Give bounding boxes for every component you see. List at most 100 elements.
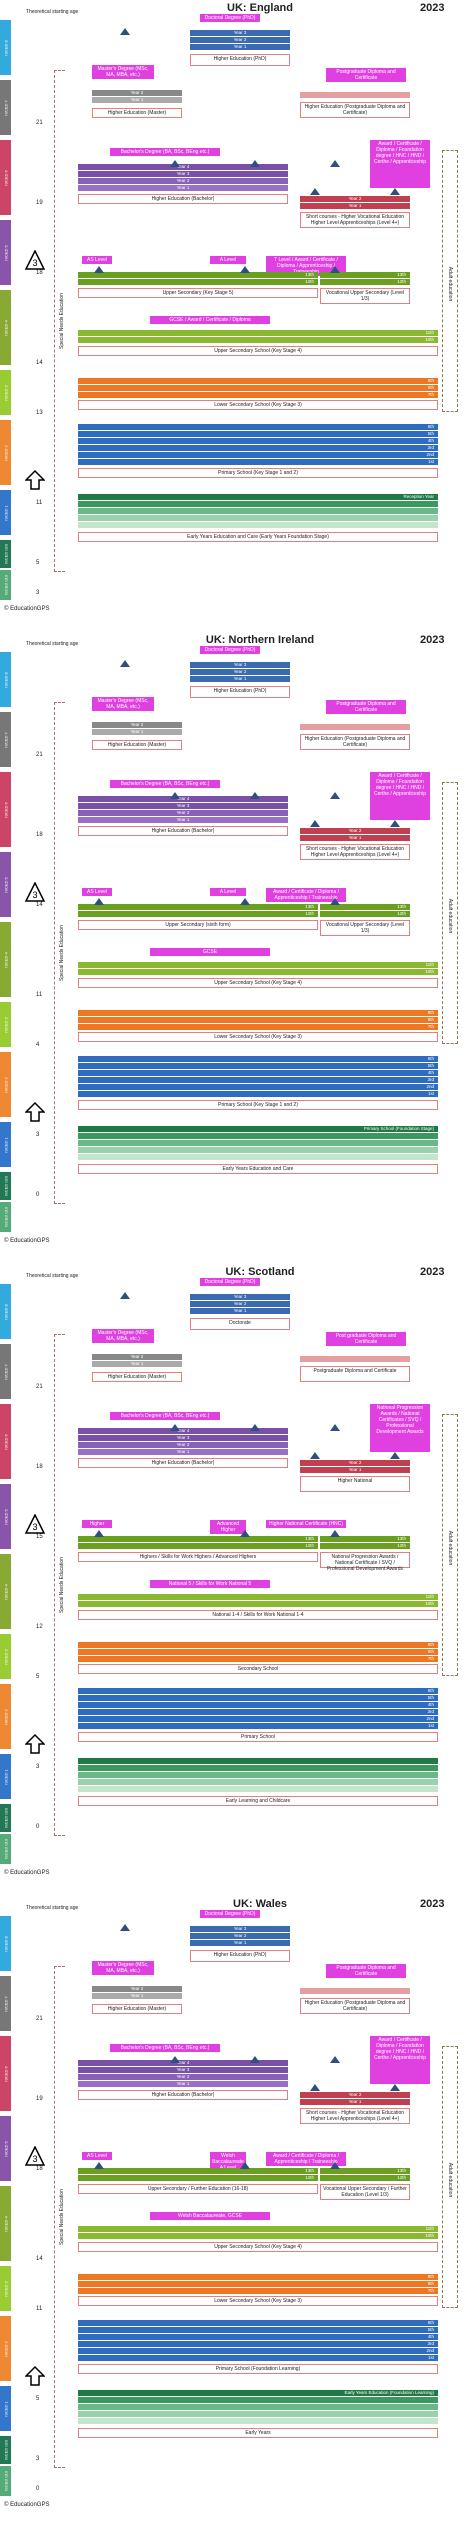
up-arrow-icon bbox=[25, 1102, 45, 1122]
age-number: 21 bbox=[36, 752, 43, 758]
postgrad-year-stack bbox=[300, 724, 410, 731]
isced-band: ISCED 8 bbox=[0, 1916, 11, 1971]
vocational-box: Vocational Upper Secondary / Further Edu… bbox=[320, 2184, 410, 2200]
year-stripe bbox=[300, 1356, 410, 1362]
vocational-bar: 13th 12th bbox=[320, 272, 410, 286]
age-number: 0 bbox=[36, 1824, 40, 1830]
isced-band: ISCED 7 bbox=[0, 1344, 11, 1399]
pathway-triangle-icon bbox=[120, 28, 130, 35]
masters-year-stack: Year 2 Year 1 bbox=[92, 90, 182, 104]
pathway-triangle-icon bbox=[94, 1530, 104, 1537]
year-stripe: Year 1 bbox=[78, 1449, 288, 1455]
doctoral-degree-label: Doctoral Degree (PhD) bbox=[200, 1910, 260, 1918]
panel-year: 2023 bbox=[420, 2, 445, 14]
pathway-triangle-icon bbox=[94, 2162, 104, 2169]
isced-band: ISCED 8 bbox=[0, 20, 11, 75]
bachelor-box: Higher Education (Bachelor) bbox=[78, 194, 288, 204]
masters-year-stack: Year 2 Year 1 bbox=[92, 1354, 182, 1368]
isced-label: ISCED 3 bbox=[3, 2280, 9, 2297]
isced-label: ISCED 7 bbox=[3, 731, 9, 748]
postgrad-box: Postgraduate Diploma and Certificate bbox=[300, 1366, 410, 1382]
pathway-triangle-icon bbox=[330, 2162, 340, 2169]
isced-label: ISCED 8 bbox=[3, 39, 9, 56]
vocational-box: National Progression Awards / National C… bbox=[320, 1552, 410, 1572]
isced-label: ISCED 6 bbox=[3, 801, 9, 818]
award-label: National Progression Awards / National C… bbox=[370, 1404, 430, 1452]
panel-1: UK: Northern Ireland 2023 Theoretical st… bbox=[0, 632, 474, 1262]
year-stripe: Year 3 bbox=[190, 662, 290, 668]
upper-secondary-bar: 13th 12th bbox=[78, 1536, 318, 1550]
year-stripe: Year 4 bbox=[78, 2060, 288, 2066]
gcse-label: GCSE / Award / Certificate / Diploma bbox=[150, 316, 270, 324]
isced-label: ISCED 7 bbox=[3, 99, 9, 116]
pathway-triangle-icon bbox=[170, 1424, 180, 1431]
gcse-label: Welsh Baccalaureate, GCSE bbox=[150, 2212, 270, 2220]
early-years-box: Early Years Education and Care bbox=[78, 1164, 438, 1174]
age-number: 0 bbox=[36, 1192, 40, 1198]
upper-secondary-school-bar: 11th 10th bbox=[78, 2226, 438, 2240]
year-stripe: Year 3 bbox=[190, 1294, 290, 1300]
doctoral-year-stack: Year 3 Year 2 Year 1 bbox=[190, 662, 290, 683]
vocational-box: Vocational Upper Secondary (Level 1/3) bbox=[320, 288, 410, 304]
warning-triangle-icon: 3 bbox=[25, 882, 45, 902]
pathway-triangle-icon bbox=[240, 898, 250, 905]
vocational-bar: 13th 12th bbox=[320, 904, 410, 918]
masters-degree-label: Master's Degree (MSc, MA, MBA, etc.) bbox=[92, 1329, 154, 1343]
upper-secondary-box: Upper Secondary / Further Education (16-… bbox=[78, 2184, 318, 2194]
isced-label: ISCED 8 bbox=[3, 1935, 9, 1952]
isced-label: ISCED 4 bbox=[3, 951, 9, 968]
year-stripe: Year 2 bbox=[92, 1986, 182, 1992]
up-arrow-icon bbox=[25, 1734, 45, 1754]
age-number: 15 bbox=[36, 1534, 43, 1540]
special-needs-bracket: Special Needs Education bbox=[54, 70, 65, 572]
pathway-triangle-icon bbox=[310, 1452, 320, 1459]
isced-band: ISCED 2 bbox=[0, 1052, 11, 1117]
upper-secondary-school-bar: 11th 10th bbox=[78, 1594, 438, 1608]
masters-box: Higher Education (Master) bbox=[92, 2004, 182, 2014]
isced-band: ISCED 3 bbox=[0, 2266, 11, 2311]
lower-secondary-bar: 9th 8th 7th bbox=[78, 2274, 438, 2295]
doctoral-year-stack: Year 3 Year 2 Year 1 bbox=[190, 1294, 290, 1315]
age-number: 12 bbox=[36, 1624, 43, 1630]
vocational-bar: 13th 12th bbox=[320, 2168, 410, 2182]
isced-band: ISCED 1 bbox=[0, 490, 11, 535]
isced-band: ISCED 7 bbox=[0, 712, 11, 767]
lower-secondary-bar: 9th 8th 7th bbox=[78, 1010, 438, 1031]
panel-title: UK: England bbox=[227, 2, 293, 14]
year-stripe: Year 1 bbox=[300, 835, 410, 841]
year-stripe: Year 2 bbox=[300, 828, 410, 834]
panel-title: UK: Wales bbox=[233, 1898, 287, 1910]
theoretical-age-label: Theoretical starting age bbox=[26, 641, 79, 647]
age-number: 18 bbox=[36, 270, 43, 276]
adult-education-label: Adult education bbox=[447, 1530, 453, 1566]
isced-label: ISCED 1 bbox=[3, 1768, 9, 1785]
doctoral-degree-label: Doctoral Degree (PhD) bbox=[200, 646, 260, 654]
age-number: 5 bbox=[36, 560, 40, 566]
isced-label: ISCED 2 bbox=[3, 1708, 9, 1725]
year-stripe: Year 1 bbox=[92, 1993, 182, 1999]
year-stripe: Year 3 bbox=[190, 30, 290, 36]
theoretical-age-label: Theoretical starting age bbox=[26, 1273, 79, 1279]
year-stripe: Year 1 bbox=[190, 1308, 290, 1314]
isced-label: ISCED 2 bbox=[3, 1076, 9, 1093]
isced-band: ISCED 020 bbox=[0, 1804, 11, 1832]
isced-label: ISCED 5 bbox=[3, 1508, 9, 1525]
pathway-triangle-icon bbox=[170, 160, 180, 167]
age-number: 21 bbox=[36, 1384, 43, 1390]
primary-box: Primary School (Key Stage 1 and 2) bbox=[78, 468, 438, 478]
bachelor-box: Higher Education (Bachelor) bbox=[78, 826, 288, 836]
year-stripe: Year 2 bbox=[78, 178, 288, 184]
pathway-triangle-icon bbox=[390, 188, 400, 195]
primary-box: Primary School (Key Stage 1 and 2) bbox=[78, 1100, 438, 1110]
upper-secondary-bar: 13th 12th bbox=[78, 2168, 318, 2182]
pathway-triangle-icon bbox=[330, 1530, 340, 1537]
primary-box: Primary School (Foundation Learning) bbox=[78, 2364, 438, 2374]
lower-secondary-box: Lower Secondary School (Key Stage 3) bbox=[78, 400, 438, 410]
panel-title: UK: Northern Ireland bbox=[205, 634, 315, 646]
special-needs-label: Special Needs Education bbox=[59, 925, 65, 981]
age-number: 5 bbox=[36, 2396, 40, 2402]
pathway-triangle-icon bbox=[250, 160, 260, 167]
as-level-label: AS Level bbox=[82, 2152, 112, 2160]
svg-text:3: 3 bbox=[32, 890, 37, 900]
isced-label: ISCED 5 bbox=[3, 876, 9, 893]
